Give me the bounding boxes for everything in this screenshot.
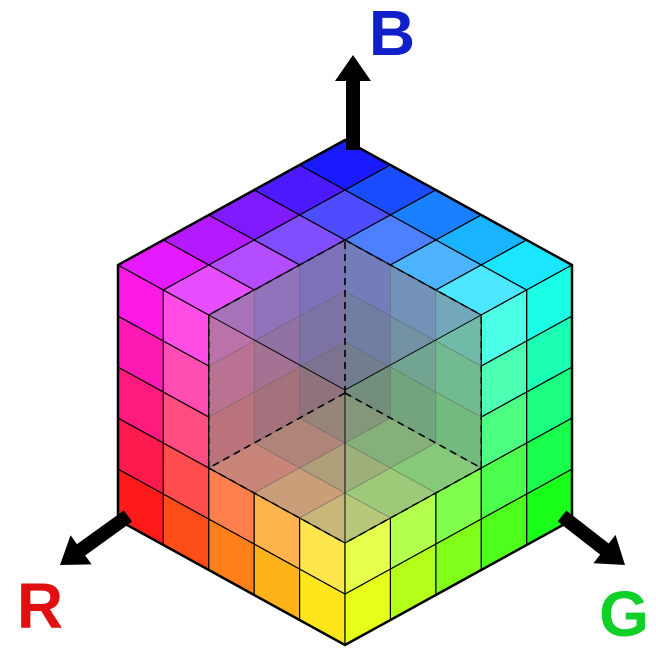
- g-axis-label: G: [599, 578, 649, 650]
- rgb-cube: [116, 138, 574, 647]
- b-axis-arrow: [335, 55, 371, 150]
- hidden-edge-top-g: [344, 239, 482, 316]
- cube-outline: [116, 138, 574, 647]
- hidden-edge-gr: [344, 467, 482, 544]
- hidden-edge-top-r: [208, 239, 346, 316]
- hidden-edge-r: [208, 392, 346, 469]
- r-axis-arrow: [60, 510, 133, 565]
- axis-arrows: [60, 55, 625, 565]
- r-axis-label: R: [17, 570, 63, 642]
- hidden-edge-g: [344, 392, 482, 469]
- g-axis-arrow: [557, 510, 625, 565]
- b-axis-label: B: [369, 0, 415, 69]
- hidden-edge-rg: [208, 467, 346, 544]
